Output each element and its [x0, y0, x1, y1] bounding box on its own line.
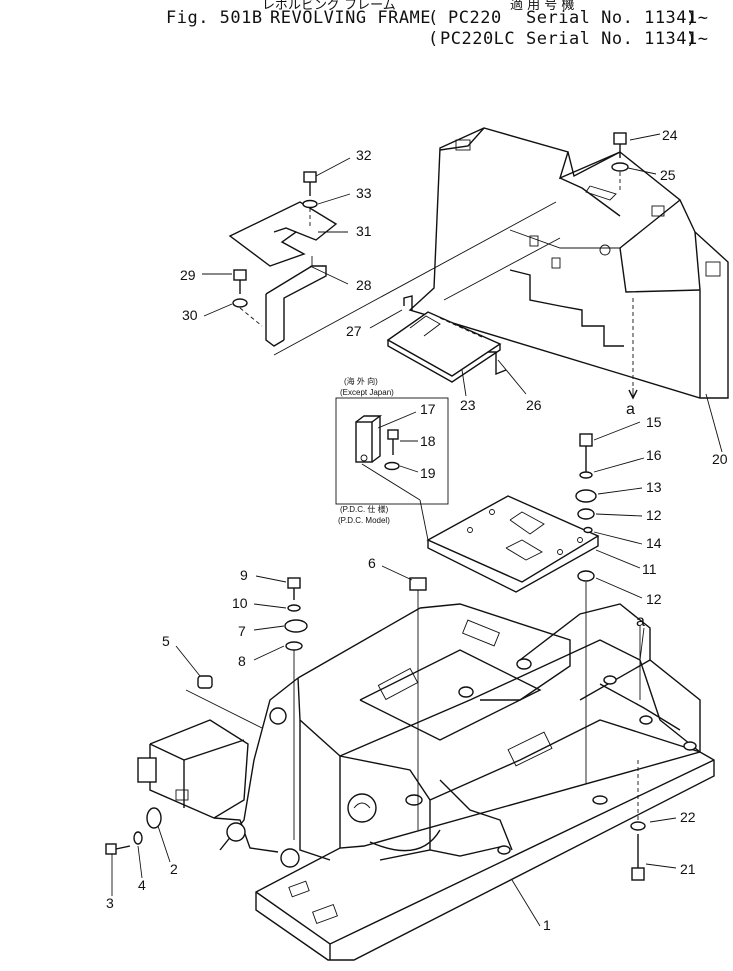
cushion-12b-part: [577, 570, 595, 582]
washer-10-part: [287, 604, 301, 612]
callout-12-upper: 12: [646, 507, 662, 523]
callout-16: 16: [646, 447, 662, 463]
plate-23-part: [386, 311, 502, 383]
model-row-1-serial: Serial No. 11341~: [526, 8, 709, 28]
inset-label-top-jp: (海 外 向): [344, 376, 378, 386]
callout-2: 2: [170, 861, 178, 877]
callout-13: 13: [646, 479, 662, 495]
callout-21: 21: [680, 861, 696, 877]
callout-32: 32: [356, 147, 372, 163]
japanese-title: レボルビング フレーム: [262, 0, 396, 13]
callout-10: 10: [232, 595, 248, 611]
callout-14: 14: [646, 535, 662, 551]
callout-23: 23: [460, 397, 476, 413]
callout-6: 6: [368, 555, 376, 571]
callout-5: 5: [162, 633, 170, 649]
bolt-6-part: [409, 577, 427, 830]
cap-5-part: [197, 675, 213, 689]
washer-30-part: [232, 298, 248, 308]
inset-label-bottom-jp: (P.D.C. 仕 様): [340, 504, 389, 514]
bolt-21-part: [631, 834, 645, 881]
model-row-1-paren-open: (: [428, 8, 439, 28]
callout-24: 24: [662, 127, 678, 143]
cushion-13-part: [575, 489, 597, 503]
bolt-24-part: [613, 132, 627, 158]
counterweight-part: [408, 127, 729, 399]
model-row-2-serial: Serial No. 11341~: [526, 29, 709, 49]
washer-16-part: [579, 471, 593, 479]
callout-33: 33: [356, 185, 372, 201]
callout-1: 1: [543, 917, 551, 933]
figure-number: Fig. 501B: [166, 8, 263, 28]
callout-22: 22: [680, 809, 696, 825]
callout-30: 30: [182, 307, 198, 323]
callout-4: 4: [138, 877, 146, 893]
revolving-frame-1-part: [137, 603, 715, 961]
connection-mark-upper: a: [626, 401, 635, 418]
bracket-28-part: [265, 256, 327, 347]
callout-26: 26: [526, 397, 542, 413]
bolt-29-part: [233, 269, 247, 294]
leader-lines: [111, 133, 723, 927]
bolt-3-part: [105, 843, 131, 855]
washer-33-part: [302, 199, 318, 209]
inset-box: [335, 397, 449, 505]
callout-29: 29: [180, 267, 196, 283]
callout-31: 31: [356, 223, 372, 239]
washer-4-part: [133, 831, 143, 845]
callout-9: 9: [240, 567, 248, 583]
clip-26-part: [488, 351, 507, 376]
inset-label-top-en: (Except Japan): [340, 388, 394, 397]
washer-25-part: [611, 162, 629, 172]
callout-27: 27: [346, 323, 362, 339]
japanese-model-note: 適 用 号 機: [510, 0, 575, 13]
callout-20: 20: [712, 451, 728, 467]
callout-12-lower: 12: [646, 591, 662, 607]
ring-14-part: [583, 526, 593, 534]
callout-7: 7: [238, 623, 246, 639]
bolt-15-part: [579, 433, 593, 472]
plate-8-part: [285, 641, 303, 651]
callout-17: 17: [420, 401, 436, 417]
callout-18: 18: [420, 433, 436, 449]
callout-8: 8: [238, 653, 246, 669]
clip-27-part: [403, 295, 413, 310]
model-row-2-paren-close: ): [686, 29, 697, 49]
inset-label-bottom-en: (P.D.C. Model): [338, 516, 390, 525]
callout-3: 3: [106, 895, 114, 911]
lock-2-part: [146, 807, 162, 829]
connection-mark-lower: a: [636, 613, 645, 630]
figure-title: REVOLVING FRAME: [270, 8, 432, 28]
callout-11: 11: [642, 561, 657, 577]
model-row-2-paren-open: (: [428, 29, 439, 49]
model-row-1-model: PC220: [448, 8, 502, 28]
plate-7-part: [284, 619, 308, 633]
callout-28: 28: [356, 277, 372, 293]
washer-22-part: [630, 821, 646, 831]
cover-plate-31-part: [228, 201, 338, 267]
cushion-12a-part: [577, 508, 595, 520]
callout-25: 25: [660, 167, 676, 183]
callout-15: 15: [646, 414, 662, 430]
callout-19: 19: [420, 465, 436, 481]
model-row-1-paren-close: ): [686, 8, 697, 28]
bolt-9-part: [287, 577, 301, 600]
plate-11-part: [419, 495, 600, 593]
bolt-32-part: [303, 171, 317, 196]
model-row-2-model: PC220LC: [440, 29, 516, 49]
